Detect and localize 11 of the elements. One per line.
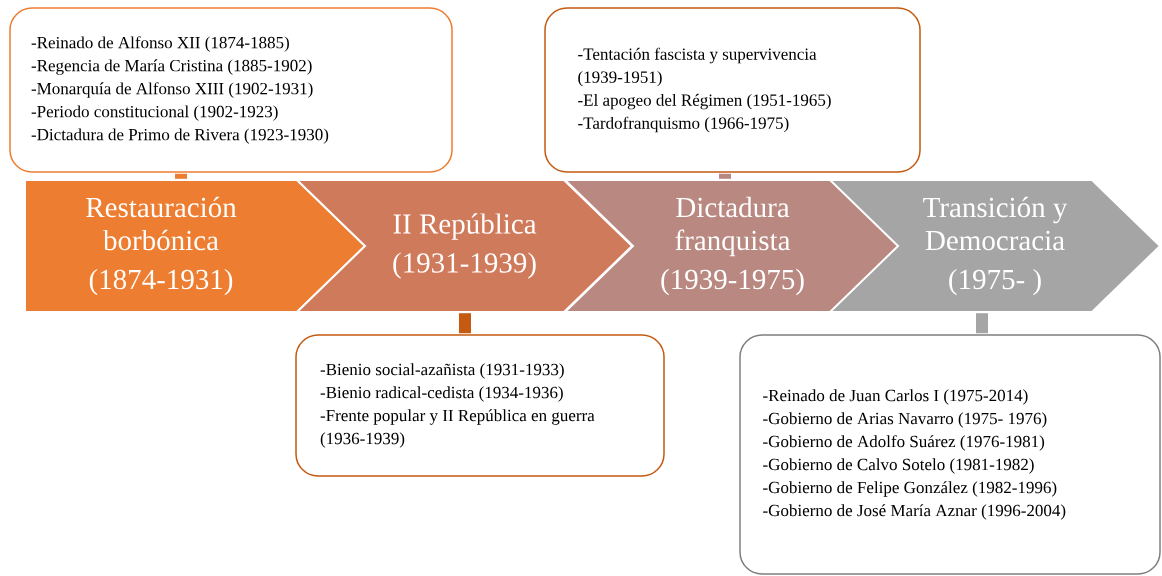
connector-bar [976, 313, 988, 334]
text-box: -Tentación fascista y supervivencia (1939-1951) -El apogeo del Régimen (1951-1965) -Tardofranquismo (1966-1975) [544, 7, 921, 173]
connector-bar [459, 313, 471, 334]
timeline-band: Dictadura franquista (1939-1975) [562, 179, 902, 313]
timeline-band: Transición y Democracia (1975- ) [827, 179, 1162, 313]
timeline-band: II República (1931-1939) [294, 179, 634, 313]
connector-bar [175, 173, 187, 179]
text-box: -Bienio social-azañista (1931-1933) -Bienio radical-cedista (1934-1936) -Frente popular y II República en guerra (1936-1939) [295, 334, 665, 477]
text-box: -Reinado de Alfonso XII (1874-1885) -Regencia de María Cristina (1885-1902) -Monarquía de Alfonso XIII (1902-1931) -Periodo constitucional (1902-1923) -Dictadura de Primo de Rivera (1923-1930) [9, 7, 453, 173]
connector-bar [719, 173, 731, 179]
text-box: -Reinado de Juan Carlos I (1975-2014) -Gobierno de Arias Navarro (1975- 1976) -Gobierno de Adolfo Suárez (1976-1981) -Gobierno de Calvo Sotelo (1981-1982) -Gobierno de Felipe González (1982-1996) -Gobierno de José María Aznar (1996-2004) [739, 334, 1161, 575]
